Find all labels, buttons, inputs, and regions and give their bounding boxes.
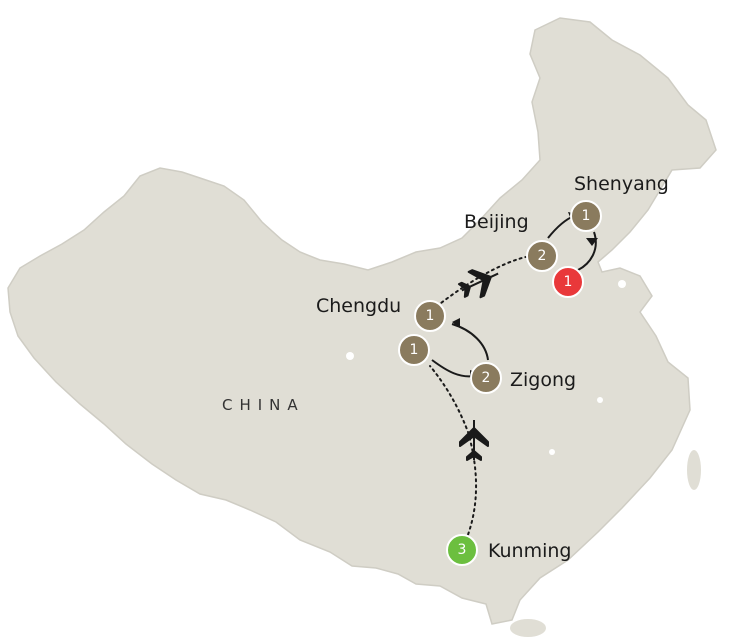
- stop-marker-chengdu-return[interactable]: 1: [398, 334, 430, 366]
- svg-text:1: 1: [582, 208, 591, 224]
- stop-marker-beijing[interactable]: 2: [526, 240, 558, 272]
- china-landmass: [7, 17, 717, 625]
- svg-text:1: 1: [410, 342, 419, 358]
- city-label-chengdu: Chengdu: [316, 295, 401, 317]
- hainan-island: [510, 619, 546, 637]
- taiwan-island: [687, 450, 701, 490]
- route-shenyang-end: [577, 231, 597, 271]
- svg-text:3: 3: [458, 542, 467, 558]
- stop-marker-end[interactable]: 1: [552, 266, 584, 298]
- city-label-zigong: Zigong: [510, 369, 576, 391]
- lake: [597, 397, 603, 403]
- country-label: CHINA: [222, 396, 305, 414]
- route-zigong-chengdu: [451, 323, 489, 361]
- svg-text:2: 2: [538, 248, 547, 264]
- arrow-icon: [586, 238, 598, 246]
- airplane-icon: [457, 269, 499, 299]
- lake: [618, 280, 626, 288]
- stop-marker-kunming[interactable]: 3: [446, 534, 478, 566]
- city-label-shenyang: Shenyang: [574, 173, 669, 195]
- stop-marker-chengdu[interactable]: 1: [414, 300, 446, 332]
- svg-text:1: 1: [564, 274, 573, 290]
- route-kunming-chengdu: [429, 365, 478, 541]
- lake: [549, 449, 555, 455]
- svg-text:1: 1: [426, 308, 435, 324]
- city-label-kunming: Kunming: [488, 540, 572, 562]
- airplane-icon: [459, 420, 489, 461]
- city-label-beijing: Beijing: [464, 211, 529, 233]
- lake: [346, 352, 354, 360]
- stop-marker-zigong[interactable]: 2: [470, 362, 502, 394]
- stop-marker-shenyang[interactable]: 1: [570, 200, 602, 232]
- svg-text:2: 2: [482, 370, 491, 386]
- arrow-icon: [452, 318, 460, 328]
